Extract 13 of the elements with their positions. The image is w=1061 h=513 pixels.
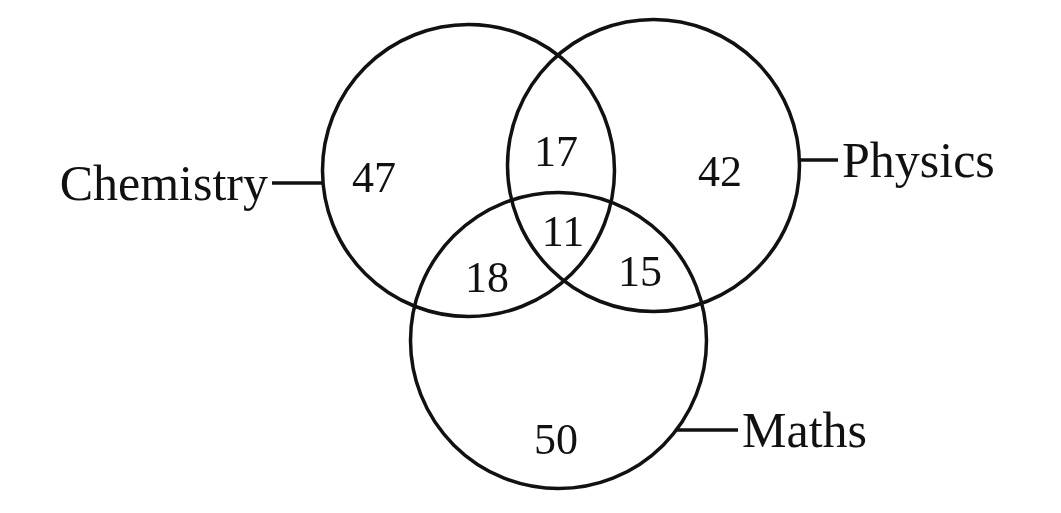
set-label: Maths: [742, 405, 867, 455]
region-count: 15: [618, 250, 662, 294]
set-circle: [406, 188, 710, 492]
leader-line: [798, 158, 838, 162]
region-count: 50: [534, 418, 578, 462]
region-count: 17: [534, 130, 578, 174]
leader-line: [675, 428, 738, 432]
leader-line: [272, 181, 323, 185]
set-circle: [318, 20, 618, 320]
region-count: 18: [465, 256, 509, 300]
region-count: 42: [698, 150, 742, 194]
region-count: 47: [352, 156, 396, 200]
region-count: 11: [541, 210, 585, 254]
